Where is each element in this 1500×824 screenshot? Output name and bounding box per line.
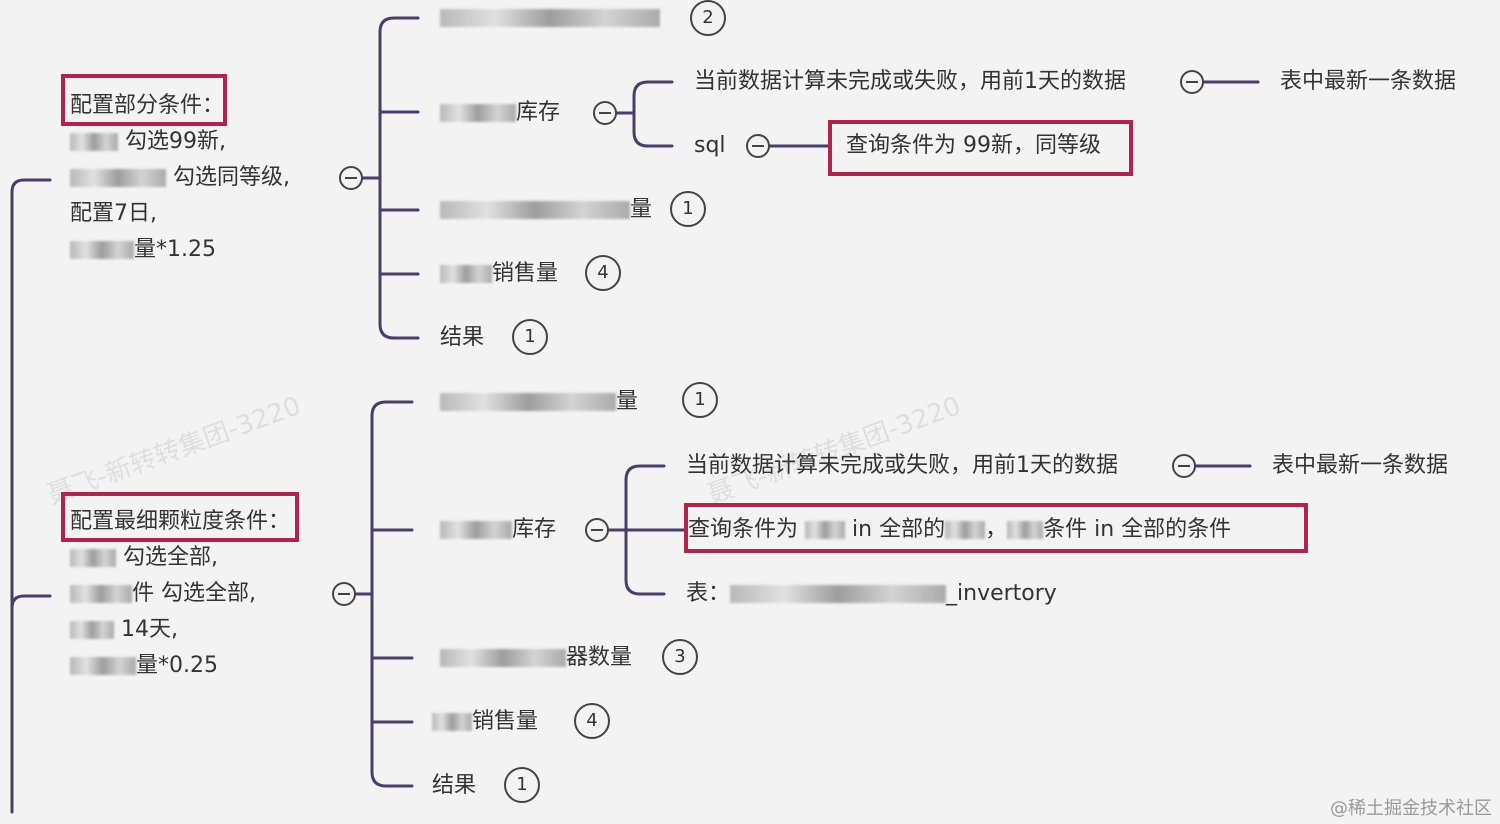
group1-child[interactable]: 销售量 [440,259,558,289]
stock-sql[interactable]: sql [694,133,726,158]
group2-title: 配置最细颗粒度条件： [70,509,291,534]
group2-stock-node[interactable]: 库存 [440,515,556,545]
count-badge: 4 [585,255,621,291]
group1-result[interactable]: 结果 [440,325,485,350]
highlight-box [828,120,1133,176]
sql-condition[interactable]: 查询条件为 99新，同等级 [846,133,1101,158]
group2-result[interactable]: 结果 [432,773,477,798]
collapse-icon[interactable] [593,101,617,125]
collapse-icon[interactable] [1172,454,1196,478]
group2-node[interactable]: 配置最细颗粒度条件： 勾选全部, 件 勾选全部, 14天, 量*0.25 [70,504,290,684]
highlight-box [61,74,227,126]
count-badge: 4 [574,703,610,739]
collapse-icon[interactable] [1180,70,1204,94]
group1-stock-node[interactable]: 库存 [440,98,560,128]
count-badge: 3 [662,639,698,675]
highlight-box [684,503,1308,553]
collapse-icon[interactable] [332,582,356,606]
stock-calc-target[interactable]: 表中最新一条数据 [1272,453,1449,478]
group2-child[interactable]: 器数量 [440,643,632,673]
query-condition[interactable]: 查询条件为 in 全部的，条件 in 全部的条件 [688,517,1232,542]
group1-child[interactable] [440,3,660,33]
collapse-icon[interactable] [746,134,770,158]
stock-calc[interactable]: 当前数据计算未完成或失败，用前1天的数据 [686,453,1118,478]
group2-child[interactable]: 销售量 [432,707,538,737]
group1-child[interactable]: 量 [440,195,652,225]
count-badge: 1 [670,191,706,227]
group1-title: 配置部分条件： [70,93,225,118]
count-badge: 1 [512,319,548,355]
group2-child[interactable]: 量 [440,387,638,417]
collapse-icon[interactable] [585,518,609,542]
stock-calc[interactable]: 当前数据计算未完成或失败，用前1天的数据 [694,69,1126,94]
group1-node[interactable]: 配置部分条件： 勾选99新, 勾选同等级, 配置7日, 量*1.25 [70,88,290,268]
collapse-icon[interactable] [339,166,363,190]
stock-calc-target[interactable]: 表中最新一条数据 [1280,69,1457,94]
count-badge: 2 [690,0,726,36]
stock-table[interactable]: 表：_invertory [686,581,1057,606]
count-badge: 1 [682,382,718,418]
count-badge: 1 [504,767,540,803]
site-credit: @稀土掘金技术社区 [1330,798,1492,819]
highlight-box [61,492,299,542]
